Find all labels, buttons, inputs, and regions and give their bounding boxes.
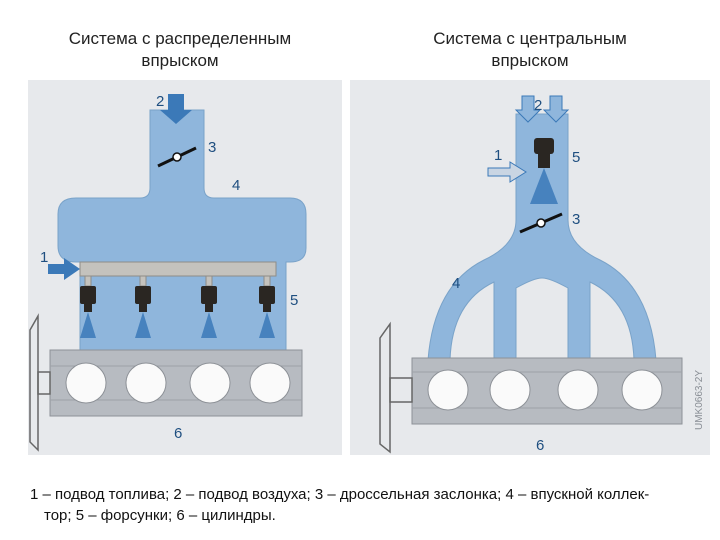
left-label-4: 4 <box>232 177 240 194</box>
cylinder-icon <box>65 362 107 404</box>
injector-icon <box>530 138 558 204</box>
air-inlet-arrow-icon <box>514 95 542 123</box>
air-inlet-arrow-icon <box>542 95 570 123</box>
left-label-1: 1 <box>40 249 48 266</box>
cylinder-icon <box>557 369 599 411</box>
multipoint-svg: 2 3 4 1 5 6 <box>28 80 342 455</box>
left-label-3: 3 <box>208 139 216 156</box>
right-label-5: 5 <box>572 149 580 166</box>
left-label-5: 5 <box>290 292 298 309</box>
cylinder-icon <box>621 369 663 411</box>
left-diagram-title: Система с распределенным впрыском <box>30 28 330 72</box>
injector-icon <box>259 286 275 338</box>
throttle-valve-icon <box>157 146 197 168</box>
cylinder-icon <box>489 369 531 411</box>
injector-icon <box>135 286 151 338</box>
right-label-3: 3 <box>572 211 580 228</box>
left-title-line2: впрыском <box>141 51 219 70</box>
cylinder-icon <box>125 362 167 404</box>
diagram-legend-caption: 1 – подвод топлива; 2 – подвод воздуха; … <box>30 484 710 526</box>
intake-manifold <box>427 113 657 361</box>
central-injection-diagram: 2 1 5 3 4 6 UMK0663-2Y <box>350 80 710 455</box>
cylinder-icon <box>249 362 291 404</box>
caption-line2: тор; 5 – форсунки; 6 – цилиндры. <box>44 507 276 524</box>
spray-cone-icon <box>80 312 96 338</box>
cylinder-icon <box>427 369 469 411</box>
spray-cone-icon <box>135 312 151 338</box>
air-inlet-arrow-icon <box>160 94 192 124</box>
fuel-inlet-arrow-icon <box>48 258 80 280</box>
multipoint-injection-diagram: 2 3 4 1 5 6 <box>28 80 342 455</box>
flywheel-icon <box>379 321 413 454</box>
left-title-line1: Система с распределенным <box>68 29 292 48</box>
spray-cone-icon <box>201 312 217 338</box>
cylinder-icon <box>189 362 231 404</box>
right-label-1: 1 <box>494 147 502 164</box>
right-label-6: 6 <box>536 437 544 454</box>
fuel-inlet-arrow-icon <box>487 161 527 183</box>
caption-line1: 1 – подвод топлива; 2 – подвод воздуха; … <box>30 486 650 503</box>
right-title-line2: впрыском <box>491 51 569 70</box>
watermark-code: UMK0663-2Y <box>694 370 705 430</box>
spray-cone-icon <box>259 312 275 338</box>
left-label-6: 6 <box>174 425 182 442</box>
right-label-2: 2 <box>534 97 542 114</box>
injector-icon <box>201 286 217 338</box>
injector-icon <box>80 286 96 338</box>
right-title-line1: Система с центральным <box>433 29 627 48</box>
fuel-rail <box>79 261 277 277</box>
spray-cone-icon <box>530 168 558 204</box>
right-diagram-title: Система с центральным впрыском <box>380 28 680 72</box>
central-svg: 2 1 5 3 4 6 UMK0663-2Y <box>350 80 710 455</box>
throttle-valve-icon <box>519 212 563 234</box>
flywheel-icon <box>29 313 51 452</box>
right-label-4: 4 <box>452 275 460 292</box>
left-label-2: 2 <box>156 93 164 110</box>
